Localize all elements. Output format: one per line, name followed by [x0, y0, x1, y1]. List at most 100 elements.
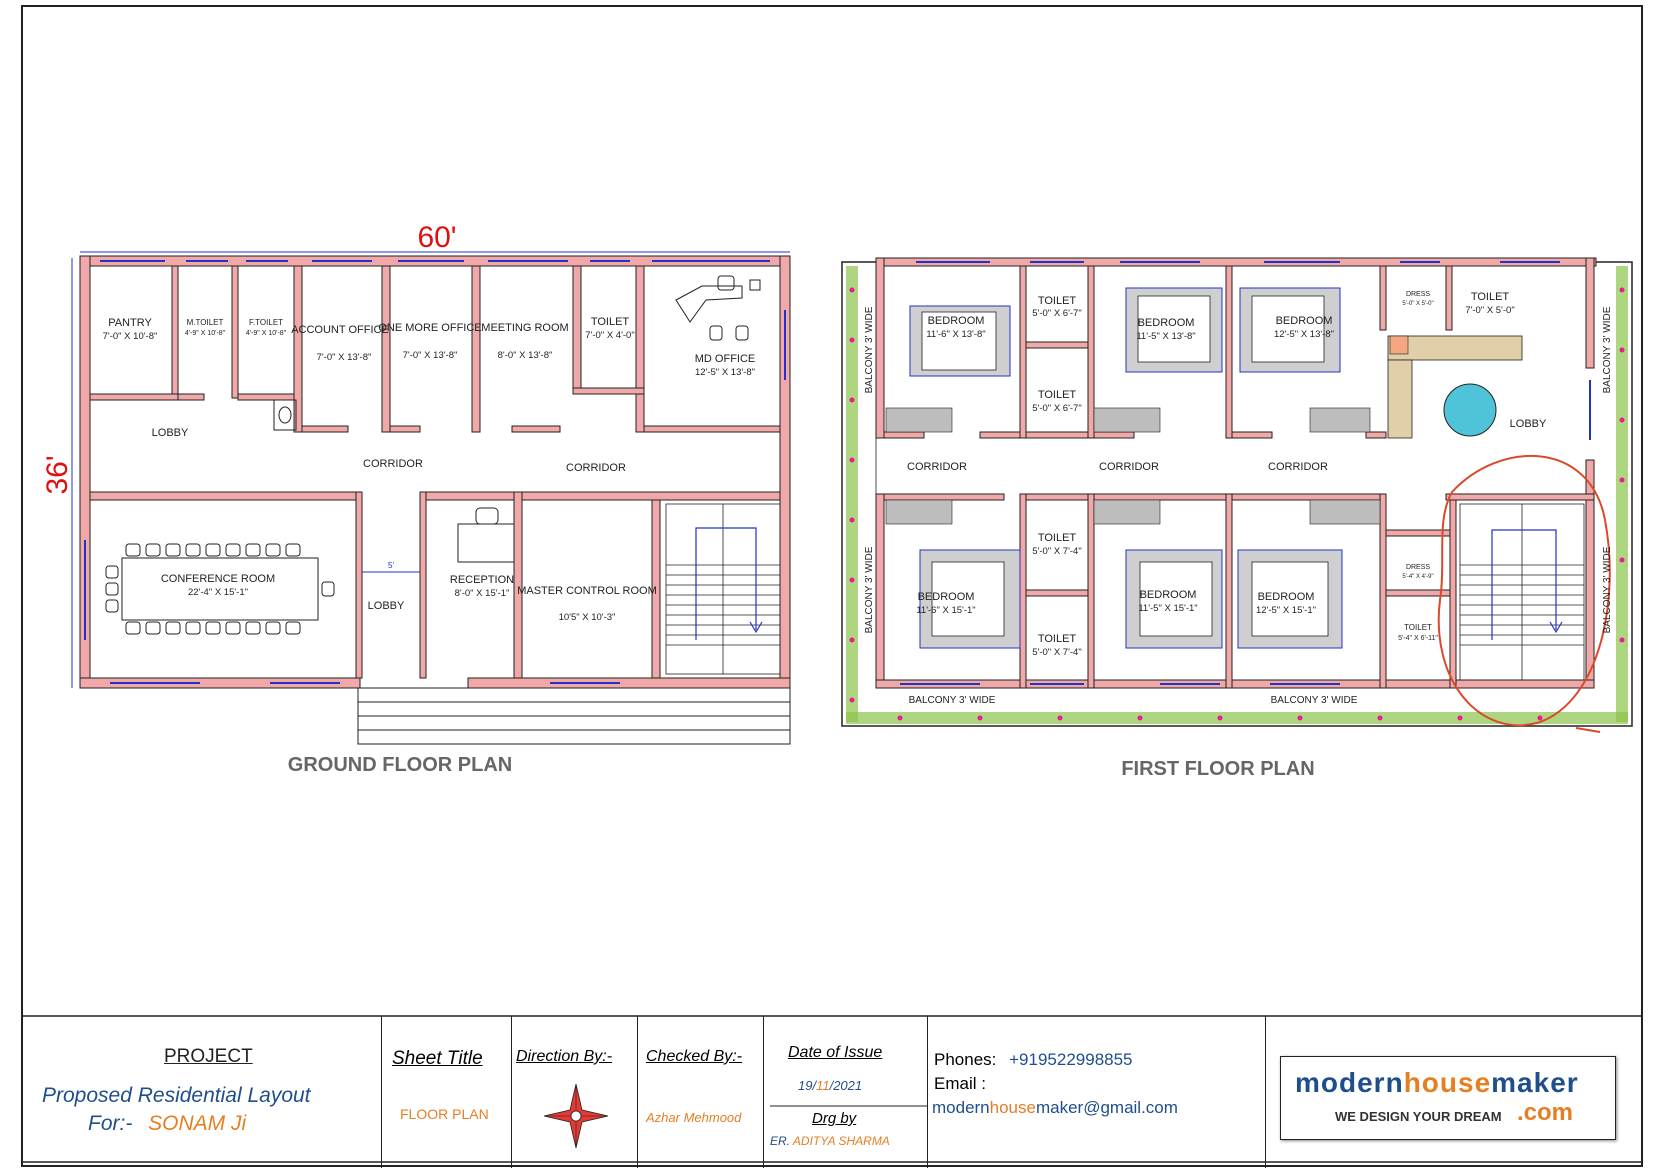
bedroom-size: 11'-6" X 13'-8" [926, 329, 985, 340]
wash-basin-icon [273, 399, 297, 431]
drawn-prefix: ER. [770, 1134, 791, 1148]
depth-dimension: 36' [41, 455, 74, 494]
email-part: @gmail.com [1083, 1098, 1178, 1117]
plan-title: FIRST FLOOR PLAN [1121, 758, 1314, 780]
phone-number[interactable]: +919522998855 [1009, 1050, 1133, 1069]
toilet-label: TOILET [1038, 532, 1077, 544]
toilet-label: TOILET [591, 316, 630, 328]
ftoilet-size: 4'-9" X 10'-8" [246, 330, 287, 337]
toilet-size: 7'-0" X 4'-0" [585, 330, 634, 341]
dress-label: DRESS [1406, 291, 1430, 298]
logo-tagline: WE DESIGN YOUR DREAM [1335, 1109, 1502, 1124]
project-for-prefix: For:- [88, 1112, 133, 1135]
sheet-title-heading: Sheet Title [392, 1048, 483, 1069]
date-day: 19/ [798, 1078, 817, 1093]
balcony-label: BALCONY 3' WIDE [1271, 695, 1358, 706]
bedroom-size: 11'-5" X 13'-8" [1136, 331, 1195, 342]
conference-room-label: CONFERENCE ROOM [161, 573, 275, 585]
logo-cell: modernhousemaker WE DESIGN YOUR DREAM .c… [1266, 1016, 1642, 1168]
bedroom-size: 12'-5" X 13'-8" [1274, 329, 1334, 340]
phones-label: Phones: [934, 1050, 997, 1069]
sheet-title-cell: Sheet Title FLOOR PLAN [382, 1016, 512, 1168]
client-name: SONAM Ji [148, 1112, 247, 1135]
date-year: /2021 [829, 1078, 863, 1093]
lobby-label: LOBBY [1510, 418, 1547, 430]
one-more-office-size: 7'-0" X 13'-8" [403, 350, 458, 361]
balcony-label: BALCONY 3' WIDE [1602, 546, 1613, 633]
direction-heading: Direction By:- [516, 1048, 613, 1065]
email-part: modern [932, 1098, 990, 1117]
corridor-label: CORRIDOR [363, 458, 423, 470]
toilet-label: TOILET [1038, 633, 1077, 645]
bedroom-label: BEDROOM [928, 315, 985, 327]
toilet-label: TOILET [1404, 623, 1432, 632]
bedroom-size: 12'-5" X 15'-1" [1256, 605, 1316, 616]
toilet-label: TOILET [1038, 295, 1077, 307]
date-cell: Date of Issue 19/11/2021 Drg by ER. ADIT… [764, 1016, 928, 1168]
account-office-size: 7'-0" X 13'-8" [317, 352, 372, 363]
checked-heading: Checked By:- [646, 1048, 743, 1065]
pantry-size: 7'-0" X 10'-8" [103, 331, 158, 342]
ground-floor-plan: 60' 36' [41, 221, 791, 776]
plan-title: GROUND FLOOR PLAN [288, 754, 512, 776]
mtoilet-size: 4'-9" X 10'-8" [185, 330, 226, 337]
toilet-size: 7'-0" X 5'-0" [1465, 305, 1514, 316]
email-address[interactable]: modernhousemaker@gmail.com [932, 1098, 1178, 1118]
logo-wordmark: modernhousemaker [1295, 1067, 1579, 1099]
email-part: house [989, 1098, 1036, 1117]
corridor-label: CORRIDOR [907, 461, 967, 473]
drawn-by: ER. ADITYA SHARMA [770, 1134, 890, 1148]
one-more-office-label: ONE MORE OFFICE [378, 322, 481, 334]
bedroom-label: BEDROOM [1140, 589, 1197, 601]
toilet-size: 5'-0" X 7'-4" [1032, 546, 1081, 557]
dress-size: 5'-0" X 5'-0" [1402, 301, 1433, 307]
toilet-size: 5'-4" X 6'-11" [1398, 635, 1438, 642]
email-label: Email : [934, 1074, 986, 1093]
bedroom-label: BEDROOM [918, 591, 975, 603]
dress-size: 5'-4" X 4'-9" [1402, 574, 1433, 580]
toilet-size: 5'-0" X 6'-7" [1032, 308, 1081, 319]
balcony-label: BALCONY 3' WIDE [1602, 306, 1613, 393]
reception-desk-icon [457, 507, 515, 563]
master-control-size: 10'5" X 10'-3" [559, 612, 616, 623]
reception-label: RECEPTION [450, 574, 514, 586]
checked-by: Azhar Mehmood [646, 1110, 742, 1125]
project-title: Proposed Residential Layout [42, 1084, 311, 1107]
width-dimension: 60' [417, 221, 456, 254]
meeting-room-size: 8'-0" X 13'-8" [498, 350, 553, 361]
toilet-size: 5'-0" X 7'-4" [1032, 647, 1081, 658]
date-value: 19/11/2021 [798, 1078, 862, 1093]
meeting-room-label: MEETING ROOM [481, 322, 568, 334]
md-office-size: 12'-5" X 13'-8" [695, 367, 755, 378]
toilet-label: TOILET [1471, 291, 1510, 303]
reception-size: 8'-0" X 15'-1" [455, 588, 510, 599]
direction-cell: Direction By:- [512, 1016, 638, 1168]
toilet-size: 5'-0" X 6'-7" [1032, 403, 1081, 414]
balcony-label: BALCONY 3' WIDE [864, 546, 875, 633]
north-compass-icon [543, 1083, 609, 1149]
email-part: maker [1035, 1098, 1084, 1117]
balcony-label: BALCONY 3' WIDE [864, 306, 875, 393]
account-office-label: ACCOUNT OFFICE [291, 324, 389, 336]
lobby-sofa-icon [1387, 335, 1523, 439]
md-desk-icon [675, 275, 761, 341]
date-month: 11 [816, 1078, 830, 1093]
conference-room-size: 22'-4" X 15'-1" [188, 587, 248, 598]
project-cell: PROJECT Proposed Residential Layout For:… [22, 1016, 382, 1168]
logo-part: house [1403, 1067, 1492, 1098]
lobby-label: LOBBY [152, 427, 189, 439]
logo-part: modern [1295, 1067, 1404, 1098]
bedroom-label: BEDROOM [1258, 591, 1315, 603]
company-logo: modernhousemaker WE DESIGN YOUR DREAM .c… [1280, 1056, 1616, 1140]
toilet-label: TOILET [1038, 389, 1077, 401]
dress-label: DRESS [1406, 564, 1430, 571]
markup-circle [1437, 454, 1611, 733]
lobby-label: LOBBY [368, 600, 405, 612]
drawn-name: ADITYA SHARMA [792, 1134, 890, 1148]
logo-tld: .com [1517, 1099, 1574, 1126]
date-heading: Date of Issue [788, 1044, 883, 1061]
phones-line: Phones: +919522998855 [934, 1050, 1133, 1070]
bedroom-size: 11'-6" X 15'-1" [916, 605, 975, 616]
md-office-label: MD OFFICE [695, 353, 756, 365]
